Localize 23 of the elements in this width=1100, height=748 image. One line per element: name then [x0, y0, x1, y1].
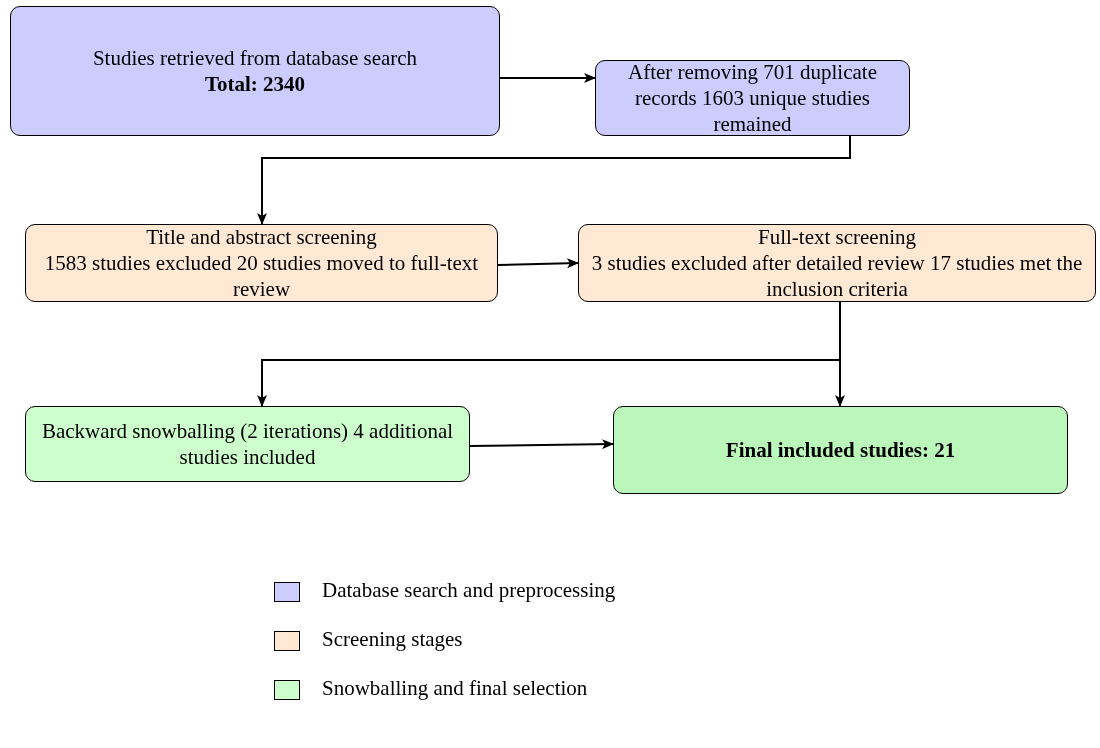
- box-text: Backward snowballing (2 iterations) 4 additional studies included: [40, 417, 455, 471]
- arrow: [469, 439, 614, 450]
- box-text: 1583 studies excluded 20 studies moved to full-text review: [43, 249, 480, 303]
- process-box: [25, 224, 498, 302]
- process-box: [613, 406, 1068, 494]
- box-text: Studies retrieved from database search: [92, 44, 418, 71]
- box-text: 3 studies excluded after detailed review 17 studies met the inclusion criteria: [590, 249, 1084, 303]
- arrow: [499, 73, 596, 83]
- box-text: Title and abstract screening: [146, 223, 377, 250]
- legend-label: Database search and preprocessing: [322, 578, 616, 603]
- process-box: [25, 406, 470, 482]
- box-text: Full-text screening: [757, 223, 916, 250]
- process-box: [595, 60, 910, 136]
- process-box: [578, 224, 1096, 302]
- arrow: [257, 135, 851, 225]
- box-text: Final included studies: 21: [725, 436, 956, 464]
- process-box: [10, 6, 500, 136]
- box-text: After removing 701 duplicate records 1603 unique studies remained: [627, 58, 878, 138]
- legend-label: Screening stages: [322, 627, 463, 652]
- box-text: Total: 2340: [204, 71, 306, 98]
- arrow: [497, 258, 579, 269]
- legend-label: Snowballing and final selection: [322, 676, 588, 701]
- arrow: [835, 301, 845, 407]
